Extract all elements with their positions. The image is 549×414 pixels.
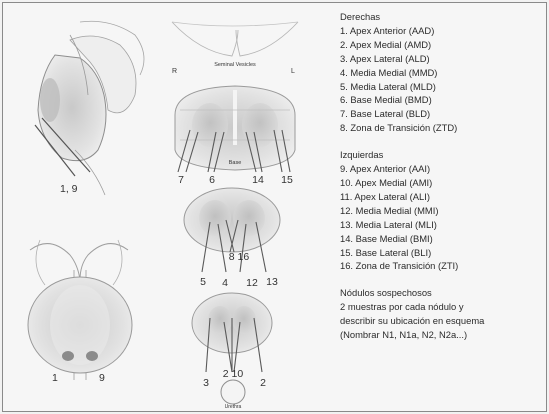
legend-item: 16. Zona de Transición (ZTI) bbox=[340, 259, 545, 273]
nodules-title: Nódulos sospechosos bbox=[340, 286, 545, 300]
legend-item: 2. Apex Medial (AMD) bbox=[340, 38, 545, 52]
side-left-label: L bbox=[291, 68, 295, 75]
left-side-title: Izquierdas bbox=[340, 148, 545, 162]
urethra-caption: Urethra bbox=[225, 404, 242, 410]
nodules-text-line: describir su ubicación en esquema bbox=[340, 314, 545, 328]
side-right-label: R bbox=[172, 68, 177, 75]
label-2: 2 bbox=[260, 377, 266, 389]
legend-item: 4. Media Medial (MMD) bbox=[340, 66, 545, 80]
label-8-16: 8 16 bbox=[229, 251, 250, 263]
legend-item: 11. Apex Lateral (ALI) bbox=[340, 190, 545, 204]
legend-item: 6. Base Medial (BMD) bbox=[340, 93, 545, 107]
label-7: 7 bbox=[178, 174, 184, 186]
label-3: 3 bbox=[203, 377, 209, 389]
nodules-text-line: 2 muestras por cada nódulo y bbox=[340, 300, 545, 314]
right-marker bbox=[86, 351, 98, 361]
legend-item: 15. Base Lateral (BLI) bbox=[340, 246, 545, 260]
left-side-list: 9. Apex Anterior (AAI) 10. Apex Medial (… bbox=[340, 162, 545, 273]
legend-item: 3. Apex Lateral (ALD) bbox=[340, 52, 545, 66]
coronal-prostate-illustration bbox=[28, 240, 132, 380]
legend-item: 14. Base Medial (BMI) bbox=[340, 232, 545, 246]
legend-item: 8. Zona de Transición (ZTD) bbox=[340, 121, 545, 135]
label-5: 5 bbox=[200, 276, 206, 288]
legend-item: 1. Apex Anterior (AAD) bbox=[340, 24, 545, 38]
legend-item: 10. Apex Medial (AMI) bbox=[340, 176, 545, 190]
sagittal-prostate-illustration bbox=[35, 21, 144, 195]
label-13: 13 bbox=[266, 276, 278, 288]
right-side-title: Derechas bbox=[340, 10, 545, 24]
label-15: 15 bbox=[281, 174, 293, 186]
right-side-list: 1. Apex Anterior (AAD) 2. Apex Medial (A… bbox=[340, 24, 545, 135]
label-1-9: 1, 9 bbox=[60, 183, 78, 195]
label-12: 12 bbox=[246, 277, 258, 289]
label-2-10: 2 10 bbox=[223, 368, 244, 380]
legend-item: 13. Media Lateral (MLI) bbox=[340, 218, 545, 232]
legend-item: 9. Apex Anterior (AAI) bbox=[340, 162, 545, 176]
label-9: 9 bbox=[99, 372, 105, 384]
legend-panel: Derechas 1. Apex Anterior (AAD) 2. Apex … bbox=[340, 10, 545, 342]
label-4: 4 bbox=[222, 277, 228, 289]
label-14: 14 bbox=[252, 174, 264, 186]
nodules-text-line: (Nombrar N1, N1a, N2, N2a...) bbox=[340, 328, 545, 342]
seminal-vesicles-caption: Seminal Vesicles bbox=[214, 62, 256, 68]
legend-item: 7. Base Lateral (BLD) bbox=[340, 107, 545, 121]
label-6: 6 bbox=[209, 174, 215, 186]
left-marker bbox=[62, 351, 74, 361]
seminal-vesicles-illustration bbox=[172, 22, 298, 56]
legend-item: 5. Media Lateral (MLD) bbox=[340, 80, 545, 94]
legend-item: 12. Media Medial (MMI) bbox=[340, 204, 545, 218]
base-caption: Base bbox=[229, 160, 242, 166]
label-1: 1 bbox=[52, 372, 58, 384]
urethra-circle bbox=[221, 380, 245, 404]
base-section bbox=[175, 86, 295, 170]
